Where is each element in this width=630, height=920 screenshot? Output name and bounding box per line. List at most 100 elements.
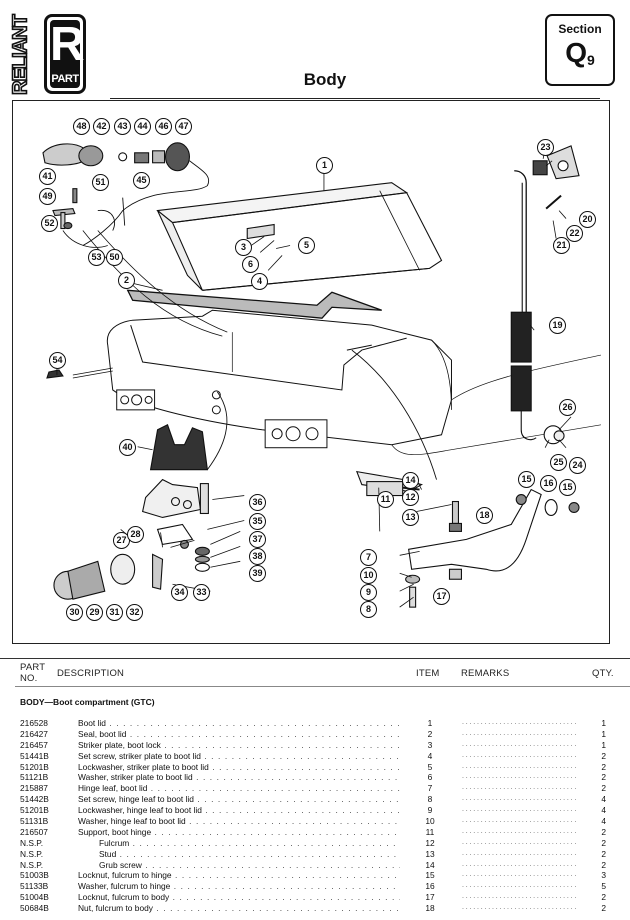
table-row: 216507 Support, boot hinge . . . . . . . …	[0, 827, 630, 838]
part-number: 216457	[20, 739, 48, 750]
callout-50: 50	[106, 249, 123, 266]
part-number: 215887	[20, 783, 48, 794]
callout-8: 8	[360, 601, 377, 618]
remarks: ........................................…	[462, 795, 577, 803]
callout-12: 12	[402, 489, 419, 506]
part-description: Fulcrum . . . . . . . . . . . . . . . . …	[78, 838, 400, 849]
callout-15a: 15	[518, 471, 535, 488]
quantity: 4	[601, 794, 606, 805]
quantity: 2	[601, 783, 606, 794]
part-number: 51131B	[20, 816, 49, 827]
table-row: 215887 Hinge leaf, boot lid . . . . . . .…	[0, 783, 630, 794]
callout-42: 42	[93, 118, 110, 135]
callout-37: 37	[249, 531, 266, 548]
quantity: 2	[601, 892, 606, 903]
callout-35: 35	[249, 513, 266, 530]
callout-40: 40	[119, 439, 136, 456]
callout-7: 7	[360, 549, 377, 566]
callout-43: 43	[114, 118, 131, 135]
description-text: Locknut, fulcrum to hinge	[78, 870, 172, 881]
quantity: 1	[601, 739, 606, 750]
part-number: N.S.P.	[20, 848, 44, 859]
callout-1: 1	[316, 157, 333, 174]
item-number: 17	[425, 892, 435, 903]
leader-dots: . . . . . . . . . . . . . . . . . . . . …	[204, 750, 400, 761]
part-description: Set screw, hinge leaf to boot lid . . . …	[78, 794, 400, 805]
callout-leaders	[56, 142, 572, 608]
part-description: Support, boot hinge . . . . . . . . . . …	[78, 827, 400, 838]
callout-46: 46	[155, 118, 172, 135]
description-text: Seal, boot lid	[78, 728, 127, 739]
item-number: 1	[427, 718, 433, 728]
description-text: Stud	[99, 848, 117, 859]
part-number: 216507	[20, 826, 48, 837]
part-number: 51201B	[20, 761, 49, 772]
callout-14: 14	[402, 472, 419, 489]
gas-strut-drawing	[510, 145, 580, 445]
item-number: 14	[425, 859, 435, 870]
callout-28: 28	[127, 526, 144, 543]
part-number: 51003B	[20, 870, 49, 881]
badge-letter: R	[50, 18, 85, 71]
item-number: 3	[427, 739, 433, 750]
description-text: Support, boot hinge	[78, 826, 152, 837]
callout-47: 47	[175, 118, 192, 135]
part-description: Seal, boot lid . . . . . . . . . . . . .…	[78, 729, 400, 740]
quantity: 2	[601, 826, 606, 837]
callout-5: 5	[298, 237, 315, 254]
callout-24: 24	[569, 457, 586, 474]
remarks: ........................................…	[462, 882, 577, 890]
callout-33: 33	[193, 584, 210, 601]
quantity: 2	[601, 848, 606, 859]
callout-17: 17	[433, 588, 450, 605]
callout-10: 10	[360, 567, 377, 584]
callout-30: 30	[66, 604, 83, 621]
callout-39: 39	[249, 565, 266, 582]
part-description: Washer, striker plate to boot lid . . . …	[78, 772, 400, 783]
callout-48: 48	[73, 118, 90, 135]
callout-19: 19	[549, 317, 566, 334]
leader-dots: . . . . . . . . . . . . . . . . . . . . …	[205, 805, 400, 816]
item-number: 7	[427, 783, 433, 794]
description-text: Washer, hinge leaf to boot lid	[78, 816, 186, 827]
table-row: 216427 Seal, boot lid . . . . . . . . . .…	[0, 729, 630, 740]
item-number: 6	[427, 772, 433, 783]
leader-dots: . . . . . . . . . . . . . . . . . . . . …	[145, 859, 400, 870]
part-description: Hinge leaf, boot lid . . . . . . . . . .…	[78, 783, 400, 794]
column-header-description: DESCRIPTION	[57, 668, 125, 679]
remarks: ........................................…	[462, 871, 577, 879]
callout-29: 29	[86, 604, 103, 621]
callout-34: 34	[171, 584, 188, 601]
leader-dots: . . . . . . . . . . . . . . . . . . . . …	[164, 739, 400, 750]
callout-31: 31	[106, 604, 123, 621]
part-number: N.S.P.	[20, 837, 44, 848]
boot-seal-drawing	[126, 289, 382, 319]
part-description: Boot lid . . . . . . . . . . . . . . . .…	[78, 718, 400, 729]
part-number: 51004B	[20, 892, 49, 903]
leader-dots: . . . . . . . . . . . . . . . . . . . . …	[196, 772, 400, 783]
leader-dots: . . . . . . . . . . . . . . . . . . . . …	[150, 783, 400, 794]
part-description: Lockwasher, striker plate to boot lid . …	[78, 762, 400, 773]
table-top-rule	[0, 658, 630, 659]
section-code: Q9	[565, 37, 595, 69]
leader-dots: . . . . . . . . . . . . . . . . . . . . …	[154, 826, 400, 837]
column-header-qty: QTY.	[592, 668, 614, 679]
parts-group-title: BODY—Boot compartment (GTC)	[20, 697, 155, 707]
leader-dots: . . . . . . . . . . . . . . . . . . . . …	[109, 718, 400, 728]
quantity: 2	[601, 903, 606, 914]
quantity: 1	[601, 718, 606, 728]
leader-dots: . . . . . . . . . . . . . . . . . . . . …	[197, 794, 400, 805]
lamp-fixings-drawing	[52, 188, 108, 248]
trim-clip-drawing	[46, 369, 64, 379]
item-number: 4	[427, 750, 433, 761]
reliant-part-logo: RELIANT R PART	[9, 12, 90, 96]
section-badge: Section Q9	[545, 14, 615, 86]
callout-11: 11	[377, 491, 394, 508]
callout-23: 23	[537, 139, 554, 156]
remarks: ........................................…	[462, 784, 577, 792]
part-number: 216427	[20, 728, 48, 739]
table-row: N.S.P.Grub screw . . . . . . . . . . . .…	[0, 860, 630, 871]
callout-36: 36	[249, 494, 266, 511]
